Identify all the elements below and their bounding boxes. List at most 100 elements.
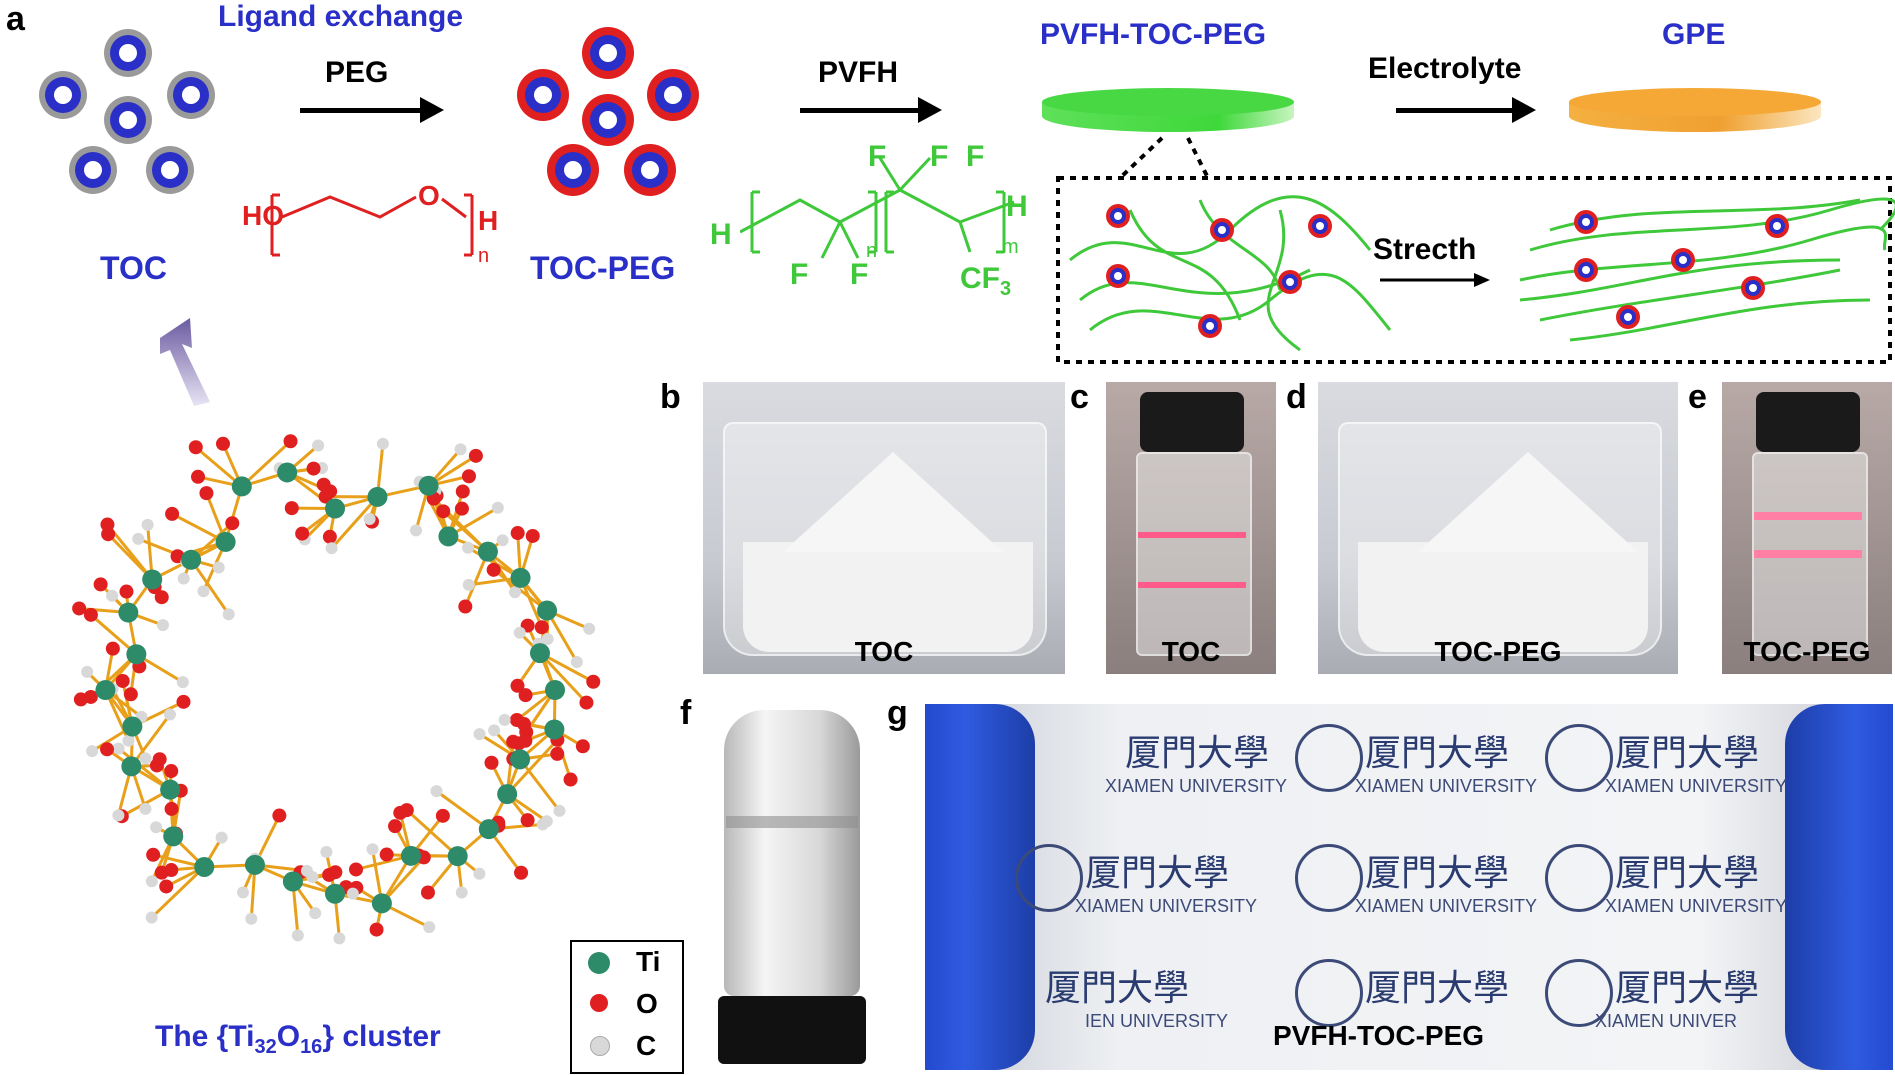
university-en-text: XIAMEN UNIVERSITY <box>1075 896 1258 916</box>
o-atom <box>176 694 191 709</box>
c-atom <box>509 586 522 599</box>
c-atom <box>245 912 258 925</box>
c-atom <box>473 728 486 741</box>
university-seal-icon <box>1545 844 1613 912</box>
o-atom <box>393 805 408 820</box>
o-atom <box>388 819 403 834</box>
c-atom <box>488 724 501 737</box>
c-atom <box>312 439 325 452</box>
pvfh-f4: F <box>790 258 809 291</box>
o-atom <box>146 847 161 862</box>
c-atom <box>106 589 119 602</box>
o-atom <box>517 717 532 732</box>
ti-atom <box>122 716 143 737</box>
laser-beam-1 <box>1754 512 1862 520</box>
peg-arrow <box>300 97 444 123</box>
university-seal-icon <box>1545 959 1613 1027</box>
zoom-inset <box>1056 136 1895 364</box>
ti-atom <box>126 644 147 665</box>
c-atom <box>536 818 549 831</box>
ti-atom <box>510 567 531 588</box>
o-atom <box>159 879 174 894</box>
ti-atom <box>325 498 345 519</box>
o-atom <box>369 922 384 937</box>
o-atom <box>119 584 134 599</box>
toc-peg-particle-stretched <box>1574 210 1789 329</box>
university-cn-text: 厦門大學 <box>1365 853 1510 894</box>
peg-formula-structure <box>270 193 474 257</box>
toc-particle <box>39 29 215 194</box>
o-atom-icon <box>590 994 608 1012</box>
university-cn-text: 厦門大學 <box>1085 853 1230 894</box>
gpe-title: GPE <box>1662 18 1726 51</box>
pvfh-f5: F <box>850 258 869 291</box>
o-atom <box>272 808 287 823</box>
peg-ho: HO <box>242 200 284 231</box>
o-atom <box>225 516 240 531</box>
photo-g-label: PVFH-TOC-PEG <box>1273 1020 1485 1051</box>
c-atom <box>112 742 125 755</box>
ti-atom <box>277 462 298 483</box>
electrolyte-arrow <box>1396 97 1536 123</box>
toc-peg-label: TOC-PEG <box>530 250 676 286</box>
peg-o: O <box>418 180 440 211</box>
laser-beam-1 <box>1138 532 1246 538</box>
o-atom <box>506 734 521 749</box>
vial-cap <box>1140 392 1244 452</box>
ti-atom <box>181 549 202 570</box>
pvfh-arrow-label: PVFH <box>818 56 899 89</box>
laser-beam-2 <box>1138 582 1246 588</box>
photo-g-pvfh-toc-peg-film: 厦門大學 XIAMEN UNIVERSITY 厦門大學 XIAMEN UNIVE… <box>925 704 1893 1070</box>
photo-c-label: TOC <box>1161 636 1221 667</box>
toc-peg-particles <box>517 27 699 196</box>
o-atom <box>436 504 451 519</box>
toc-peg-particle-inset <box>1106 204 1332 338</box>
university-en-text: XIAMEN UNIVERSITY <box>1355 776 1538 796</box>
stretch-label: Strecth <box>1373 233 1477 266</box>
o-atom <box>105 641 120 656</box>
powder-base <box>1358 542 1648 652</box>
panel-letter-c: c <box>1070 378 1089 416</box>
ti-atom <box>478 819 499 840</box>
ti32o16-cluster-structure <box>72 434 601 945</box>
c-atom <box>473 867 486 880</box>
c-atom <box>122 734 135 747</box>
c-atom <box>423 921 436 934</box>
o-atom <box>149 758 164 773</box>
o-atom <box>454 501 469 516</box>
ti-atom <box>282 871 303 892</box>
ti-atom <box>367 486 388 507</box>
ti-atom <box>418 475 439 496</box>
university-cn-text: 厦門大學 <box>1615 733 1760 774</box>
university-cn-text: 厦門大學 <box>1615 968 1760 1009</box>
o-atom <box>284 501 299 516</box>
o-atom <box>586 674 601 689</box>
c-atom <box>300 864 313 877</box>
c-atom <box>81 665 94 678</box>
university-seal-icon <box>1015 844 1083 912</box>
o-atom <box>154 590 169 605</box>
ti-atom <box>194 856 215 877</box>
university-cn-text: 厦門大學 <box>1365 968 1510 1009</box>
ti-atom <box>231 476 252 497</box>
c-atom <box>86 745 99 758</box>
ti-atom <box>477 541 498 562</box>
o-atom <box>579 695 594 710</box>
c-atom <box>570 656 583 669</box>
ligand-exchange-label: Ligand exchange <box>218 0 464 33</box>
c-atom <box>496 534 509 547</box>
ti-atom <box>537 600 558 621</box>
o-atom <box>518 688 533 703</box>
o-atom <box>188 440 203 455</box>
photo-b-toc-powder-beaker: TOC <box>703 382 1065 674</box>
gel-meniscus <box>726 816 858 828</box>
electrolyte-arrow-label: Electrolyte <box>1368 52 1522 85</box>
o-atom <box>318 489 333 504</box>
c-atom <box>145 911 158 924</box>
photo-b-label: TOC <box>854 636 914 667</box>
university-seal-icon <box>1295 724 1363 792</box>
cluster-to-toc-arrow <box>160 318 210 406</box>
ti-atom <box>121 756 142 777</box>
vial-cap <box>718 996 866 1064</box>
c-atom <box>410 524 423 537</box>
